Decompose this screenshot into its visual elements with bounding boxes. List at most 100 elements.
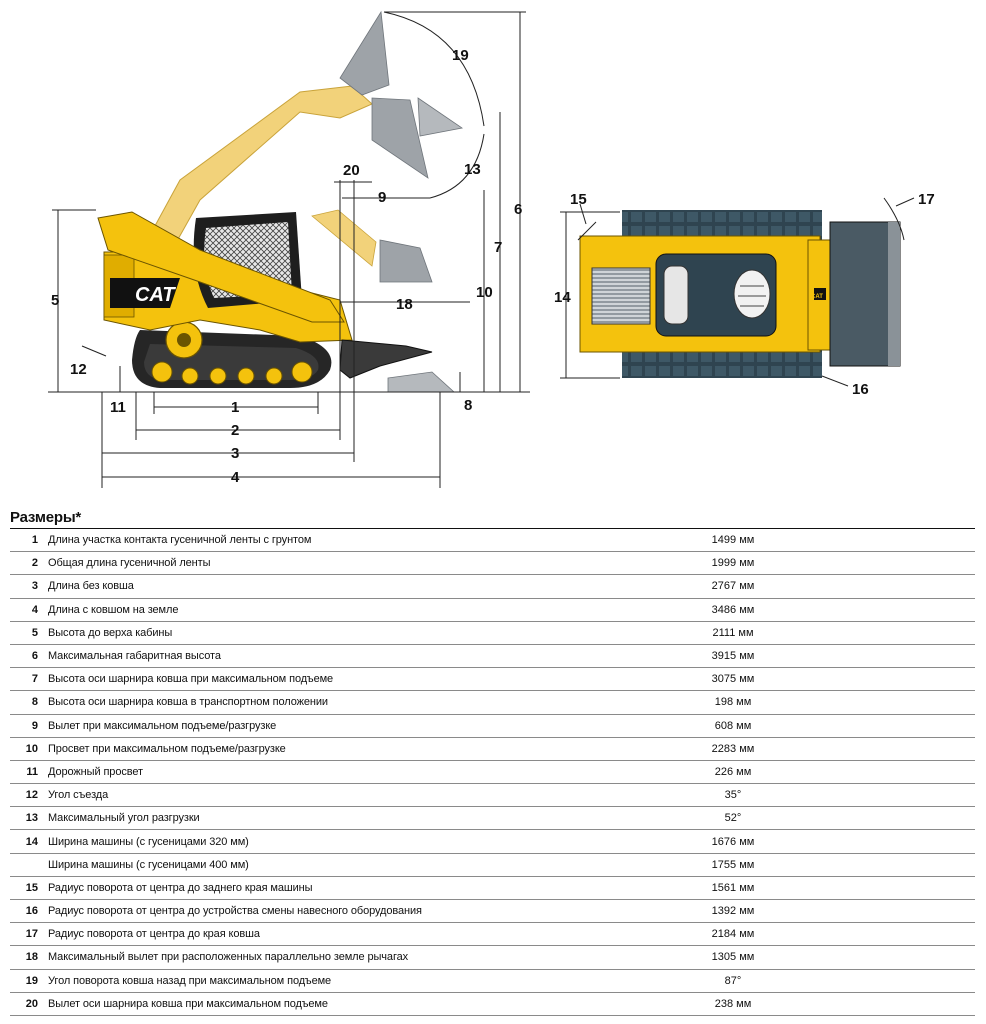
row-label: Радиус поворота от центра до края ковша xyxy=(48,922,655,947)
row-value: 2767 мм xyxy=(655,574,975,599)
dim-label-6: 6 xyxy=(514,201,522,218)
row-label: Угол съезда xyxy=(48,783,655,808)
row-number: 8 xyxy=(10,690,48,715)
row-number: 12 xyxy=(10,783,48,808)
row-label: Ширина машины (с гусеницами 400 мм) xyxy=(48,853,655,877)
dim-label-7: 7 xyxy=(494,239,502,256)
dim-label-17: 17 xyxy=(918,191,935,208)
row-number: 2 xyxy=(10,551,48,576)
dim-label-19: 19 xyxy=(452,47,469,64)
row-label: Вылет оси шарнира ковша при максимальном… xyxy=(48,992,655,1016)
row-value: 1392 мм xyxy=(655,899,975,924)
row-value: 1499 мм xyxy=(655,528,975,553)
row-number: 17 xyxy=(10,922,48,947)
row-value: 1676 мм xyxy=(655,829,975,854)
top-view: CAT 14 15 16 17 xyxy=(554,191,935,398)
row-value: 87° xyxy=(655,969,975,993)
row-number: 14 xyxy=(10,829,48,854)
dim-label-11: 11 xyxy=(110,399,126,416)
row-value: 35° xyxy=(655,783,975,808)
row-number: 18 xyxy=(10,945,48,970)
side-view: CAT xyxy=(48,10,530,488)
row-label: Радиус поворота от центра до заднего кра… xyxy=(48,876,655,901)
dim-label-12: 12 xyxy=(70,361,87,378)
top-cab-hatch xyxy=(733,269,771,319)
row-value: 3075 мм xyxy=(655,667,975,692)
row-label: Вылет при максимальном подъеме/разгрузке xyxy=(48,714,655,738)
row-number: 7 xyxy=(10,667,48,692)
row-number: 19 xyxy=(10,969,48,993)
row-value: 1755 мм xyxy=(655,853,975,877)
dim-label-10: 10 xyxy=(476,284,493,301)
row-value: 608 мм xyxy=(655,714,975,738)
dim-label-1: 1 xyxy=(231,399,239,416)
row-number: 1 xyxy=(10,528,48,553)
dim-label-14: 14 xyxy=(554,289,571,306)
row-label: Максимальный вылет при расположенных пар… xyxy=(48,945,655,970)
row-number: 10 xyxy=(10,737,48,761)
row-label: Длина без ковша xyxy=(48,574,655,599)
cat-logo: CAT xyxy=(135,284,176,306)
dim-label-16: 16 xyxy=(852,381,869,398)
road-wheels xyxy=(151,361,313,385)
row-value: 2184 мм xyxy=(655,922,975,947)
top-dimension-lines xyxy=(560,197,915,387)
top-seat xyxy=(663,265,689,325)
row-label: Высота до верха кабины xyxy=(48,621,655,645)
row-value: 1305 мм xyxy=(655,945,975,970)
row-number: 6 xyxy=(10,644,48,669)
lift-arm xyxy=(97,211,345,323)
dim-label-15: 15 xyxy=(570,191,587,208)
row-value: 1999 мм xyxy=(655,551,975,576)
row-label: Высота оси шарнира ковша в транспортном … xyxy=(48,690,655,715)
row-value: 198 мм xyxy=(655,690,975,715)
raised-boom xyxy=(149,85,373,251)
ghost-buckets xyxy=(311,10,464,393)
row-label: Высота оси шарнира ковша при максимально… xyxy=(48,667,655,692)
row-value: 226 мм xyxy=(655,760,975,785)
row-number: 13 xyxy=(10,806,48,831)
row-label: Длина участка контакта гусеничной ленты … xyxy=(48,528,655,553)
row-label: Просвет при максимальном подъеме/разгруз… xyxy=(48,737,655,761)
cat-badge-top: CAT xyxy=(811,294,823,300)
row-number: 11 xyxy=(10,760,48,785)
dim-label-4: 4 xyxy=(231,469,240,486)
row-label: Ширина машины (с гусеницами 320 мм) xyxy=(48,829,655,854)
row-number: 5 xyxy=(10,621,48,645)
row-number xyxy=(10,853,48,877)
row-number: 15 xyxy=(10,876,48,901)
row-value: 3486 мм xyxy=(655,598,975,622)
row-label: Общая длина гусеничной ленты xyxy=(48,551,655,576)
dimension-diagram: CAT xyxy=(48,10,935,488)
dim-label-2: 2 xyxy=(231,422,239,439)
row-value: 3915 мм xyxy=(655,644,975,669)
row-number: 9 xyxy=(10,714,48,738)
row-number: 4 xyxy=(10,598,48,622)
specs-title: Размеры* xyxy=(10,509,82,526)
row-value: 2111 мм xyxy=(655,621,975,645)
dim-label-3: 3 xyxy=(231,445,239,462)
row-value: 52° xyxy=(655,806,975,831)
row-label: Дорожный просвет xyxy=(48,760,655,785)
side-dimension-lines xyxy=(52,11,526,488)
